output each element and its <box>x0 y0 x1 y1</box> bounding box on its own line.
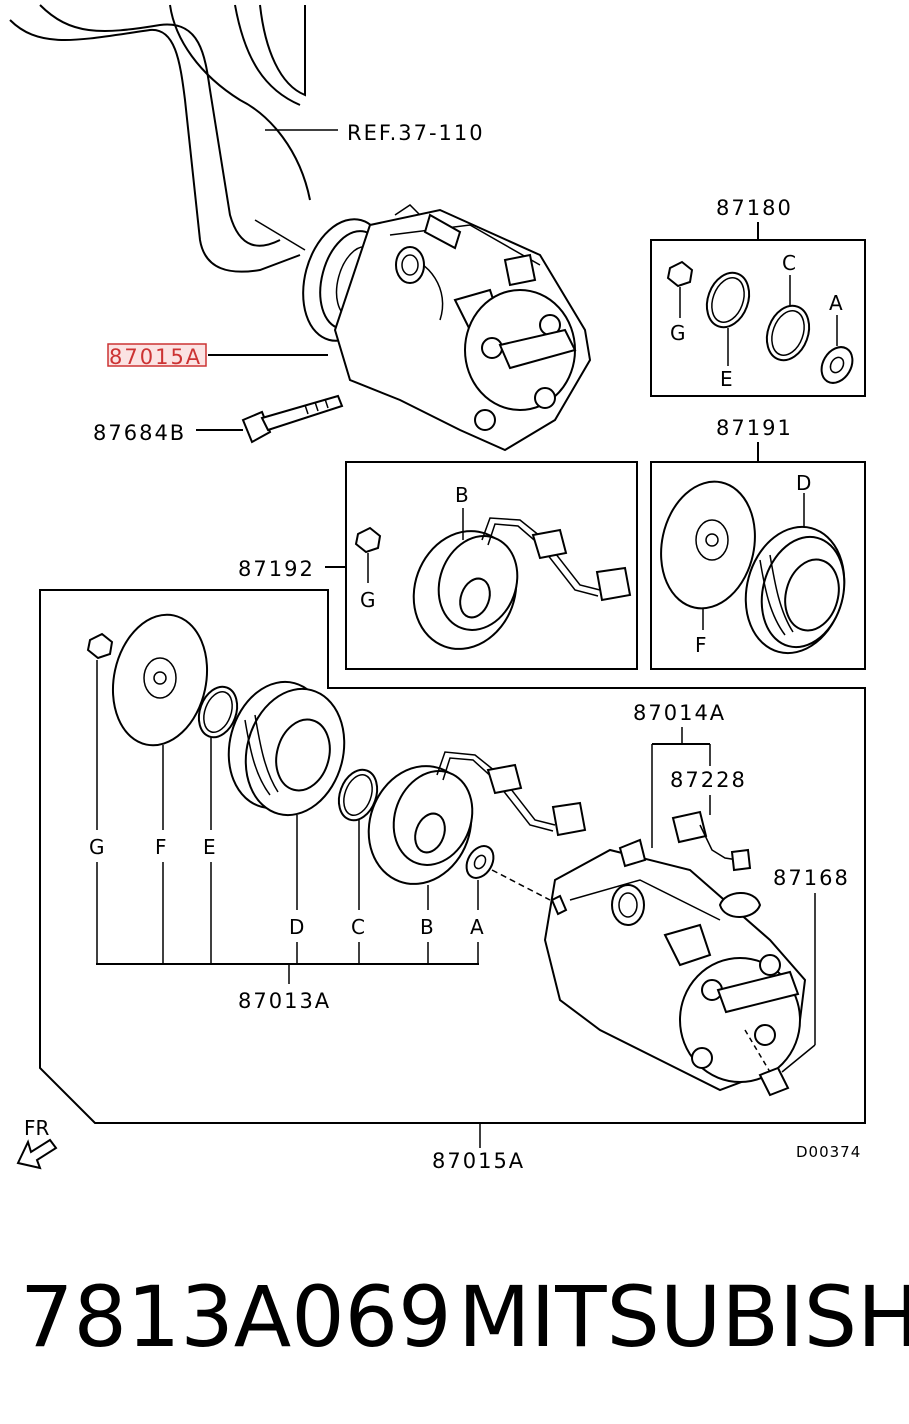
kit-87191-label: 87191 <box>716 416 793 440</box>
row-b: B <box>420 915 434 939</box>
valve-label: 87168 <box>773 866 850 890</box>
bolt-label: 87684B <box>93 421 186 445</box>
kit-87191-box <box>650 461 866 670</box>
drive-belt <box>9 4 311 273</box>
kit-87192-box <box>345 461 638 670</box>
k192-b: B <box>455 483 469 507</box>
k191-d: D <box>796 471 811 495</box>
row-c: C <box>351 915 365 939</box>
k180-g: G <box>670 321 686 345</box>
row-g: G <box>89 835 105 859</box>
kit-87192-parts <box>354 517 632 650</box>
kit-87180-label: 87180 <box>716 196 793 220</box>
compressor-top-illustration <box>302 204 592 452</box>
ref-label: REF.37-110 <box>347 121 485 145</box>
compressor-bottom-label: 87015A <box>432 1149 525 1173</box>
k192-g: G <box>360 588 376 612</box>
kit-87180-box <box>650 239 866 397</box>
main-part-label[interactable]: 87015A <box>109 345 202 369</box>
bolt-illustration <box>241 394 344 444</box>
harness-illustration <box>671 810 752 872</box>
row-e: E <box>203 835 216 859</box>
compressor-bottom-illustration <box>543 838 807 1097</box>
row-a: A <box>470 915 484 939</box>
k180-e: E <box>720 367 733 391</box>
kit-87180-parts <box>666 260 854 384</box>
brand-name: MITSUBISHI <box>458 1268 909 1366</box>
assembly-boundary <box>39 589 866 1124</box>
clutch-assy-label: 87013A <box>238 989 331 1013</box>
kit-87191-parts <box>660 480 846 655</box>
k180-a: A <box>829 291 843 315</box>
kit-87192-label: 87192 <box>238 557 315 581</box>
coil-assy-label: 87014A <box>633 701 726 725</box>
k191-f: F <box>695 633 707 657</box>
drawing-code: D00374 <box>796 1143 861 1161</box>
highlight-box <box>107 343 207 367</box>
harness-label: 87228 <box>670 768 747 792</box>
row-f: F <box>155 835 167 859</box>
part-number: 7813A069 <box>20 1268 452 1366</box>
k180-c: C <box>782 251 796 275</box>
front-label: FR <box>24 1116 50 1140</box>
clutch-row-parts <box>86 613 587 885</box>
row-d: D <box>289 915 304 939</box>
parts-diagram: REF.37-110 87015A 87684B 87180 <box>9 4 866 1173</box>
front-arrow-icon <box>16 1138 58 1170</box>
footer-caption: 7813A069 MITSUBISHI <box>0 1262 909 1372</box>
